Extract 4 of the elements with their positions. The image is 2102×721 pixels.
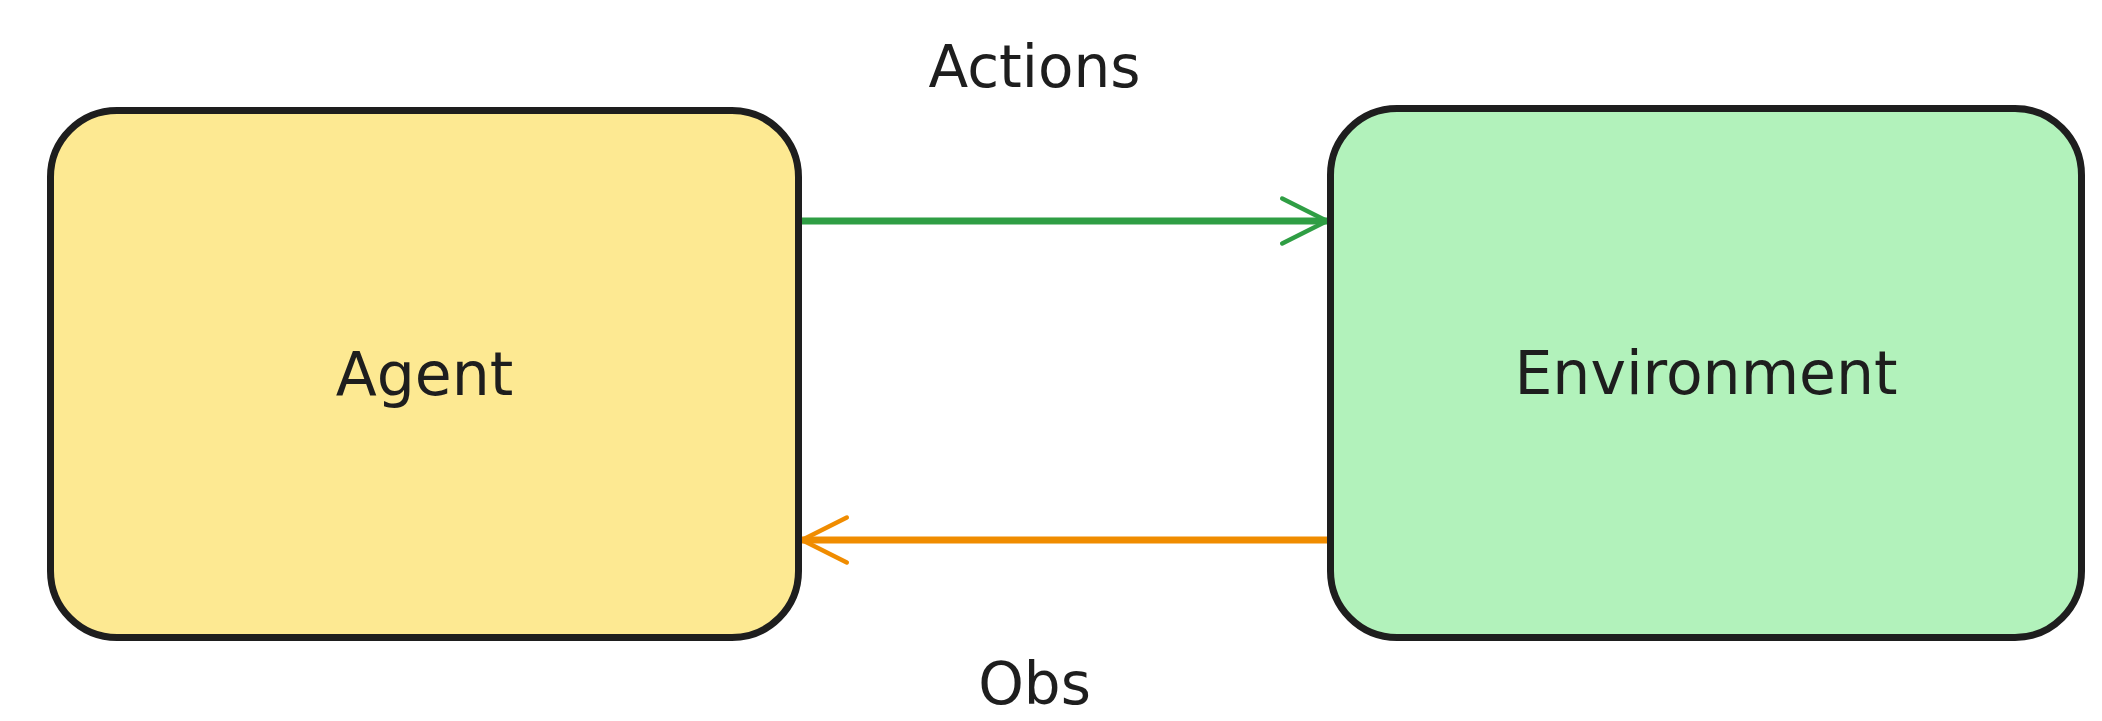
node-label: Agent [335,339,514,409]
node-label: Environment [1514,338,1898,408]
process-box [47,107,802,641]
process-box [1327,105,2085,641]
